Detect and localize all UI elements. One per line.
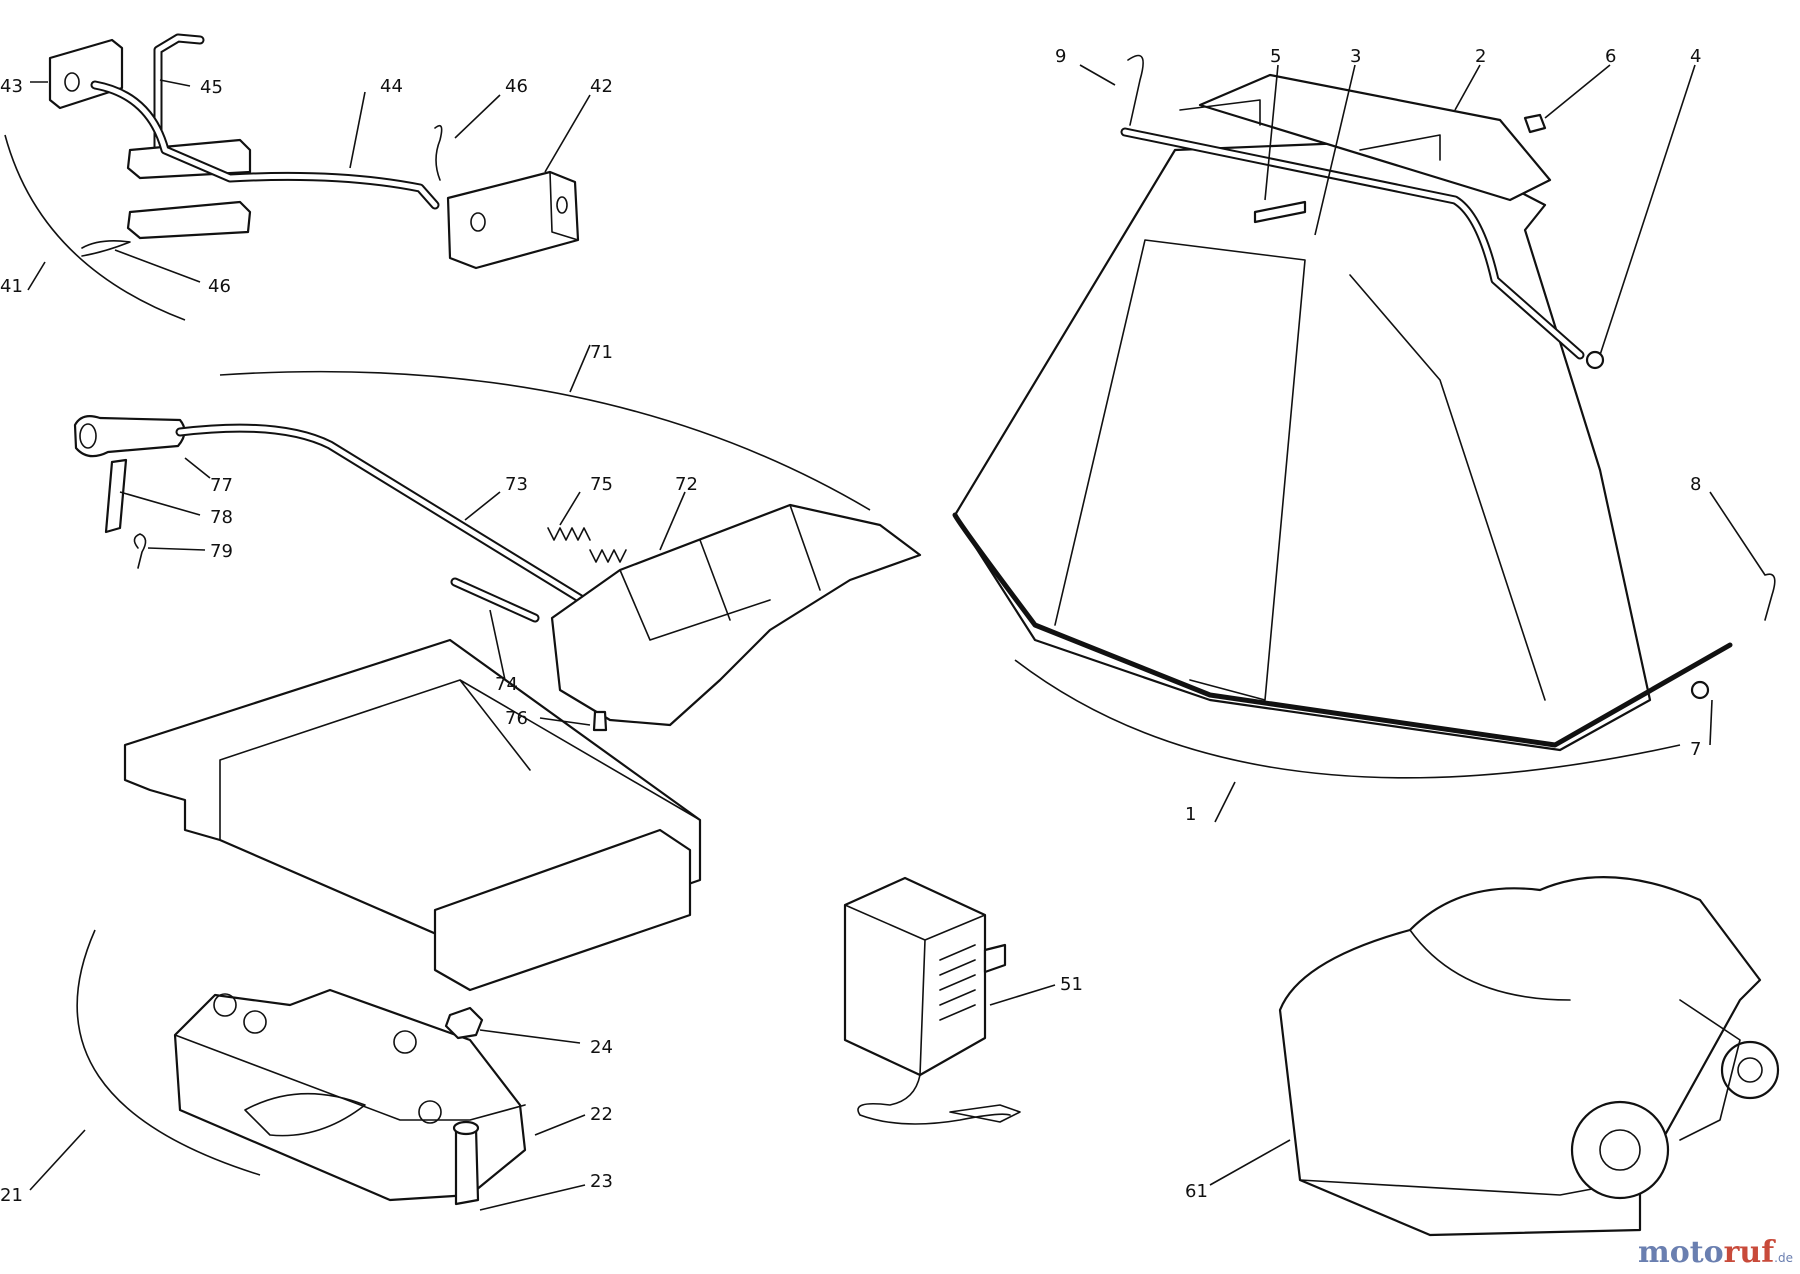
watermark-logo: motoruf.de [1638, 1235, 1793, 1270]
bag-knob-lower [1690, 680, 1710, 700]
callout-46a: 46 [505, 76, 528, 97]
callout-46b: 46 [208, 276, 231, 297]
group-arc-1 [1014, 659, 1681, 779]
bag-bolt [1253, 200, 1307, 224]
mower-cover [1278, 876, 1762, 1237]
counter-weight [173, 988, 527, 1202]
callout-8: 8 [1690, 474, 1701, 495]
callout-22: 22 [590, 1104, 613, 1125]
group-arc-41 [4, 134, 186, 321]
charger-cable [857, 1074, 1011, 1125]
weight-nut [444, 1006, 484, 1040]
callout-76: 76 [505, 708, 528, 729]
callout-61: 61 [1185, 1181, 1208, 1202]
callout-44: 44 [380, 76, 403, 97]
hitch-bar [90, 80, 440, 210]
callout-24: 24 [590, 1037, 613, 1058]
handle-grip [73, 415, 186, 458]
callout-7: 7 [1690, 739, 1701, 760]
handle-assembly [73, 370, 922, 732]
callout-51: 51 [1060, 974, 1083, 995]
callout-numbers: 43 45 44 46 42 46 41 71 77 78 79 73 75 7… [0, 46, 1701, 1206]
hitch-assembly [4, 33, 580, 321]
spring-lower [589, 549, 627, 563]
bag-cotter-pin [1127, 54, 1144, 126]
callout-71: 71 [590, 342, 613, 363]
callout-41: 41 [0, 276, 23, 297]
watermark-suffix: .de [1774, 1251, 1793, 1265]
grass-catcher-assembly [952, 54, 1776, 779]
frame-crossbar [433, 828, 692, 992]
bag-nut [1523, 113, 1547, 134]
callout-9: 9 [1055, 46, 1066, 67]
hitch-bracket-left [48, 38, 124, 110]
callout-2: 2 [1475, 46, 1486, 67]
callout-77: 77 [210, 475, 233, 496]
callout-73: 73 [505, 474, 528, 495]
bag-knob-upper [1585, 350, 1605, 370]
callout-23: 23 [590, 1171, 613, 1192]
callout-74: 74 [495, 674, 518, 695]
callout-43: 43 [0, 76, 23, 97]
callout-79: 79 [210, 541, 233, 562]
callout-45: 45 [200, 77, 223, 98]
bag-clip [1764, 573, 1776, 621]
callout-1: 1 [1185, 804, 1196, 825]
callout-42: 42 [590, 76, 613, 97]
mower-wheel-rear [1570, 1100, 1670, 1200]
latch-plate [104, 458, 128, 534]
bracket-hole [64, 72, 80, 92]
cotter-pin-upper [434, 124, 443, 181]
callout-21: 21 [0, 1185, 23, 1206]
grass-bag [953, 138, 1652, 752]
charger-plug [983, 943, 1007, 974]
hitch-plate-lower [126, 200, 252, 240]
hitch-bracket-right [446, 170, 580, 270]
callout-75: 75 [590, 474, 613, 495]
callout-3: 3 [1350, 46, 1361, 67]
spring-upper [547, 527, 591, 541]
mower-wheel-front [1720, 1040, 1780, 1100]
watermark-part2: ruf [1724, 1235, 1777, 1270]
handle-rod [175, 423, 620, 625]
hair-clip [133, 533, 147, 569]
watermark-part1: moto [1638, 1235, 1724, 1270]
bracket-screw [592, 710, 608, 732]
bag-top-frame [1198, 73, 1552, 202]
callout-5: 5 [1270, 46, 1281, 67]
battery-charger [843, 876, 987, 1077]
mower-cover-assembly [1278, 876, 1780, 1237]
leader-lines [27, 64, 1766, 1211]
svg-text:motoruf.de: motoruf.de [1638, 1235, 1793, 1270]
cotter-pin-lower [81, 240, 131, 257]
callout-6: 6 [1605, 46, 1616, 67]
callout-78: 78 [210, 507, 233, 528]
bagger-bracket [550, 503, 922, 727]
callout-4: 4 [1690, 46, 1701, 67]
bag-lower-rod [952, 512, 1733, 748]
weight-bolt [454, 1126, 480, 1206]
group-arc-21 [76, 929, 261, 1176]
callout-72: 72 [675, 474, 698, 495]
group-arc-71 [219, 370, 871, 511]
charger-assembly [843, 876, 1021, 1125]
